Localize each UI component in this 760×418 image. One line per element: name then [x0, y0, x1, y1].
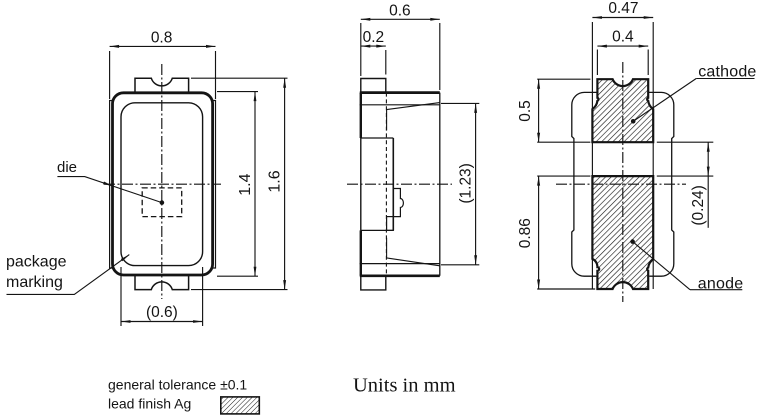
svg-text:package: package: [6, 253, 67, 270]
svg-text:die: die: [57, 159, 77, 176]
svg-text:0.6: 0.6: [389, 3, 411, 20]
svg-text:1.4: 1.4: [237, 173, 254, 195]
svg-text:lead finish Ag: lead finish Ag: [108, 395, 191, 411]
svg-text:anode: anode: [698, 276, 744, 293]
svg-text:(0.6): (0.6): [146, 304, 178, 321]
svg-text:cathode: cathode: [698, 64, 756, 81]
svg-text:(0.24): (0.24): [690, 185, 707, 226]
svg-text:0.5: 0.5: [517, 100, 534, 122]
svg-text:marking: marking: [6, 274, 63, 291]
svg-text:0.8: 0.8: [151, 29, 173, 46]
svg-text:(1.23): (1.23): [457, 163, 474, 204]
svg-text:0.2: 0.2: [363, 29, 385, 46]
svg-text:1.6: 1.6: [267, 170, 284, 192]
svg-text:0.86: 0.86: [517, 218, 534, 248]
svg-text:Units in mm: Units in mm: [353, 374, 456, 396]
svg-text:0.4: 0.4: [612, 28, 634, 45]
svg-text:0.47: 0.47: [608, 0, 638, 17]
svg-text:general tolerance ±0.1: general tolerance ±0.1: [108, 377, 247, 393]
